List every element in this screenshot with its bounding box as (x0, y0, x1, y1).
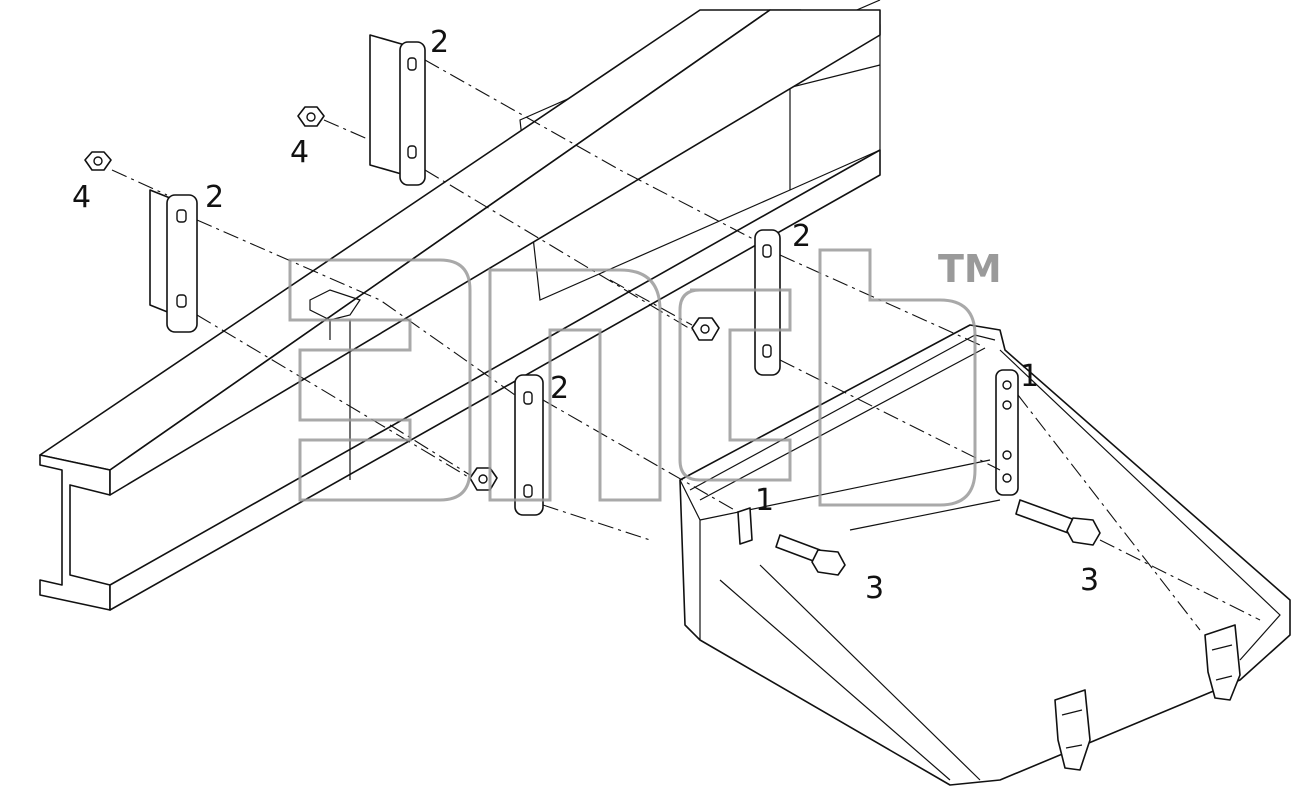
tray-latch-right (1204, 624, 1241, 701)
callout-4-upper: 4 (290, 135, 309, 170)
strap-1-left (737, 507, 753, 545)
callout-2-upper: 2 (430, 25, 449, 60)
assembly-lines (111, 59, 1261, 631)
bracket-2-right (754, 229, 781, 376)
callout-3-left: 3 (865, 571, 884, 606)
battery-tray (679, 324, 1291, 786)
watermark-trademark: TM (938, 247, 1002, 291)
bracket-2-lower (514, 374, 544, 516)
bracket-2-left (149, 189, 198, 333)
bracket-2-upper (369, 34, 426, 186)
callout-1-right: 1 (1020, 359, 1039, 394)
callout-2-right: 2 (792, 219, 811, 254)
bolt-3-right (1015, 499, 1101, 546)
strap-1-right (995, 369, 1019, 496)
callout-2-left: 2 (205, 180, 224, 215)
callout-2-lower: 2 (550, 371, 569, 406)
callout-1-left: 1 (755, 483, 774, 518)
nut-middle (691, 317, 720, 341)
nut-4-upper (297, 106, 325, 127)
nut-4-left (84, 151, 112, 171)
bolt-3-left (775, 534, 846, 576)
nut-lower (469, 467, 498, 491)
callout-3-right: 3 (1080, 563, 1099, 598)
frame-rail (39, 9, 881, 611)
tray-latch-left (1054, 689, 1091, 771)
watermark-logo: TM (288, 247, 1002, 507)
callout-4-left: 4 (72, 180, 91, 215)
